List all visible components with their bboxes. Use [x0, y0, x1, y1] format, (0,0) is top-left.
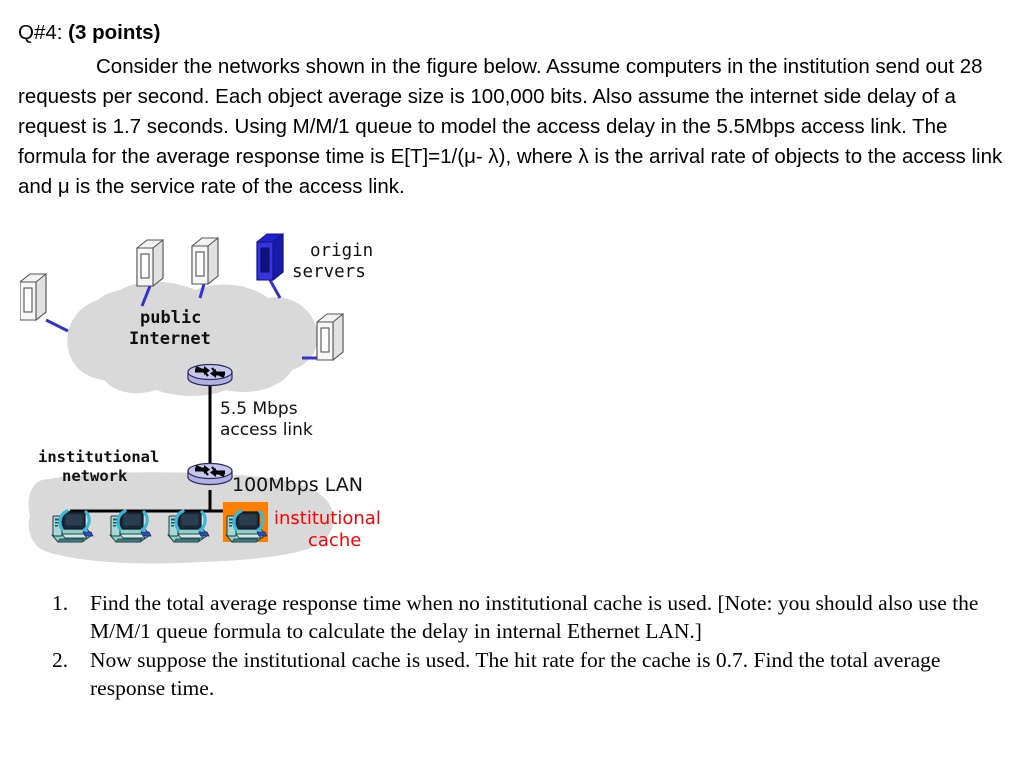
public-internet-cloud: [67, 281, 318, 396]
server-icon: [316, 313, 344, 361]
access-link-label-line2: access link: [220, 420, 313, 440]
question-number: Q#4:: [18, 21, 63, 44]
task-text: Now suppose the institutional cache is u…: [90, 648, 941, 700]
institutional-network-label-line2: network: [62, 467, 128, 485]
question-heading: Q#4: (3 points): [18, 20, 160, 45]
computer-icon: [108, 509, 153, 544]
origin-server-icon: [256, 233, 284, 281]
server-icon: [136, 239, 164, 287]
cache-computer-icon: [224, 509, 269, 544]
router-icon: [186, 462, 234, 486]
network-diagram: origin servers public Internet 5.5 Mbps …: [20, 228, 440, 568]
institutional-cache-label-line2: cache: [308, 530, 361, 551]
origin-servers-label-line1: origin: [310, 241, 373, 261]
router-icon: [186, 363, 234, 387]
computer-icon: [166, 509, 211, 544]
institutional-cache-label-line1: institutional: [274, 508, 381, 529]
server-icon: [191, 237, 219, 285]
task-list: 1. Find the total average response time …: [52, 590, 982, 704]
origin-servers-label-line2: servers: [292, 262, 366, 282]
institutional-network-label-line1: institutional: [38, 448, 159, 466]
list-item: 2. Now suppose the institutional cache i…: [52, 647, 982, 702]
list-item: 1. Find the total average response time …: [52, 590, 982, 645]
computer-icon: [50, 509, 95, 544]
problem-statement: Consider the networks shown in the figur…: [18, 55, 1003, 198]
server-icon: [20, 273, 47, 321]
task-number: 2.: [52, 648, 69, 673]
public-internet-label-line2: Internet: [129, 329, 211, 349]
access-link-label-line1: 5.5 Mbps: [220, 399, 298, 419]
cloud-server-links: [45, 279, 320, 360]
question-points: (3 points): [68, 21, 161, 44]
lan-label: 100Mbps LAN: [232, 474, 363, 496]
task-text: Find the total average response time whe…: [90, 591, 979, 643]
public-internet-label-line1: public: [140, 308, 201, 328]
task-number: 1.: [52, 591, 69, 615]
